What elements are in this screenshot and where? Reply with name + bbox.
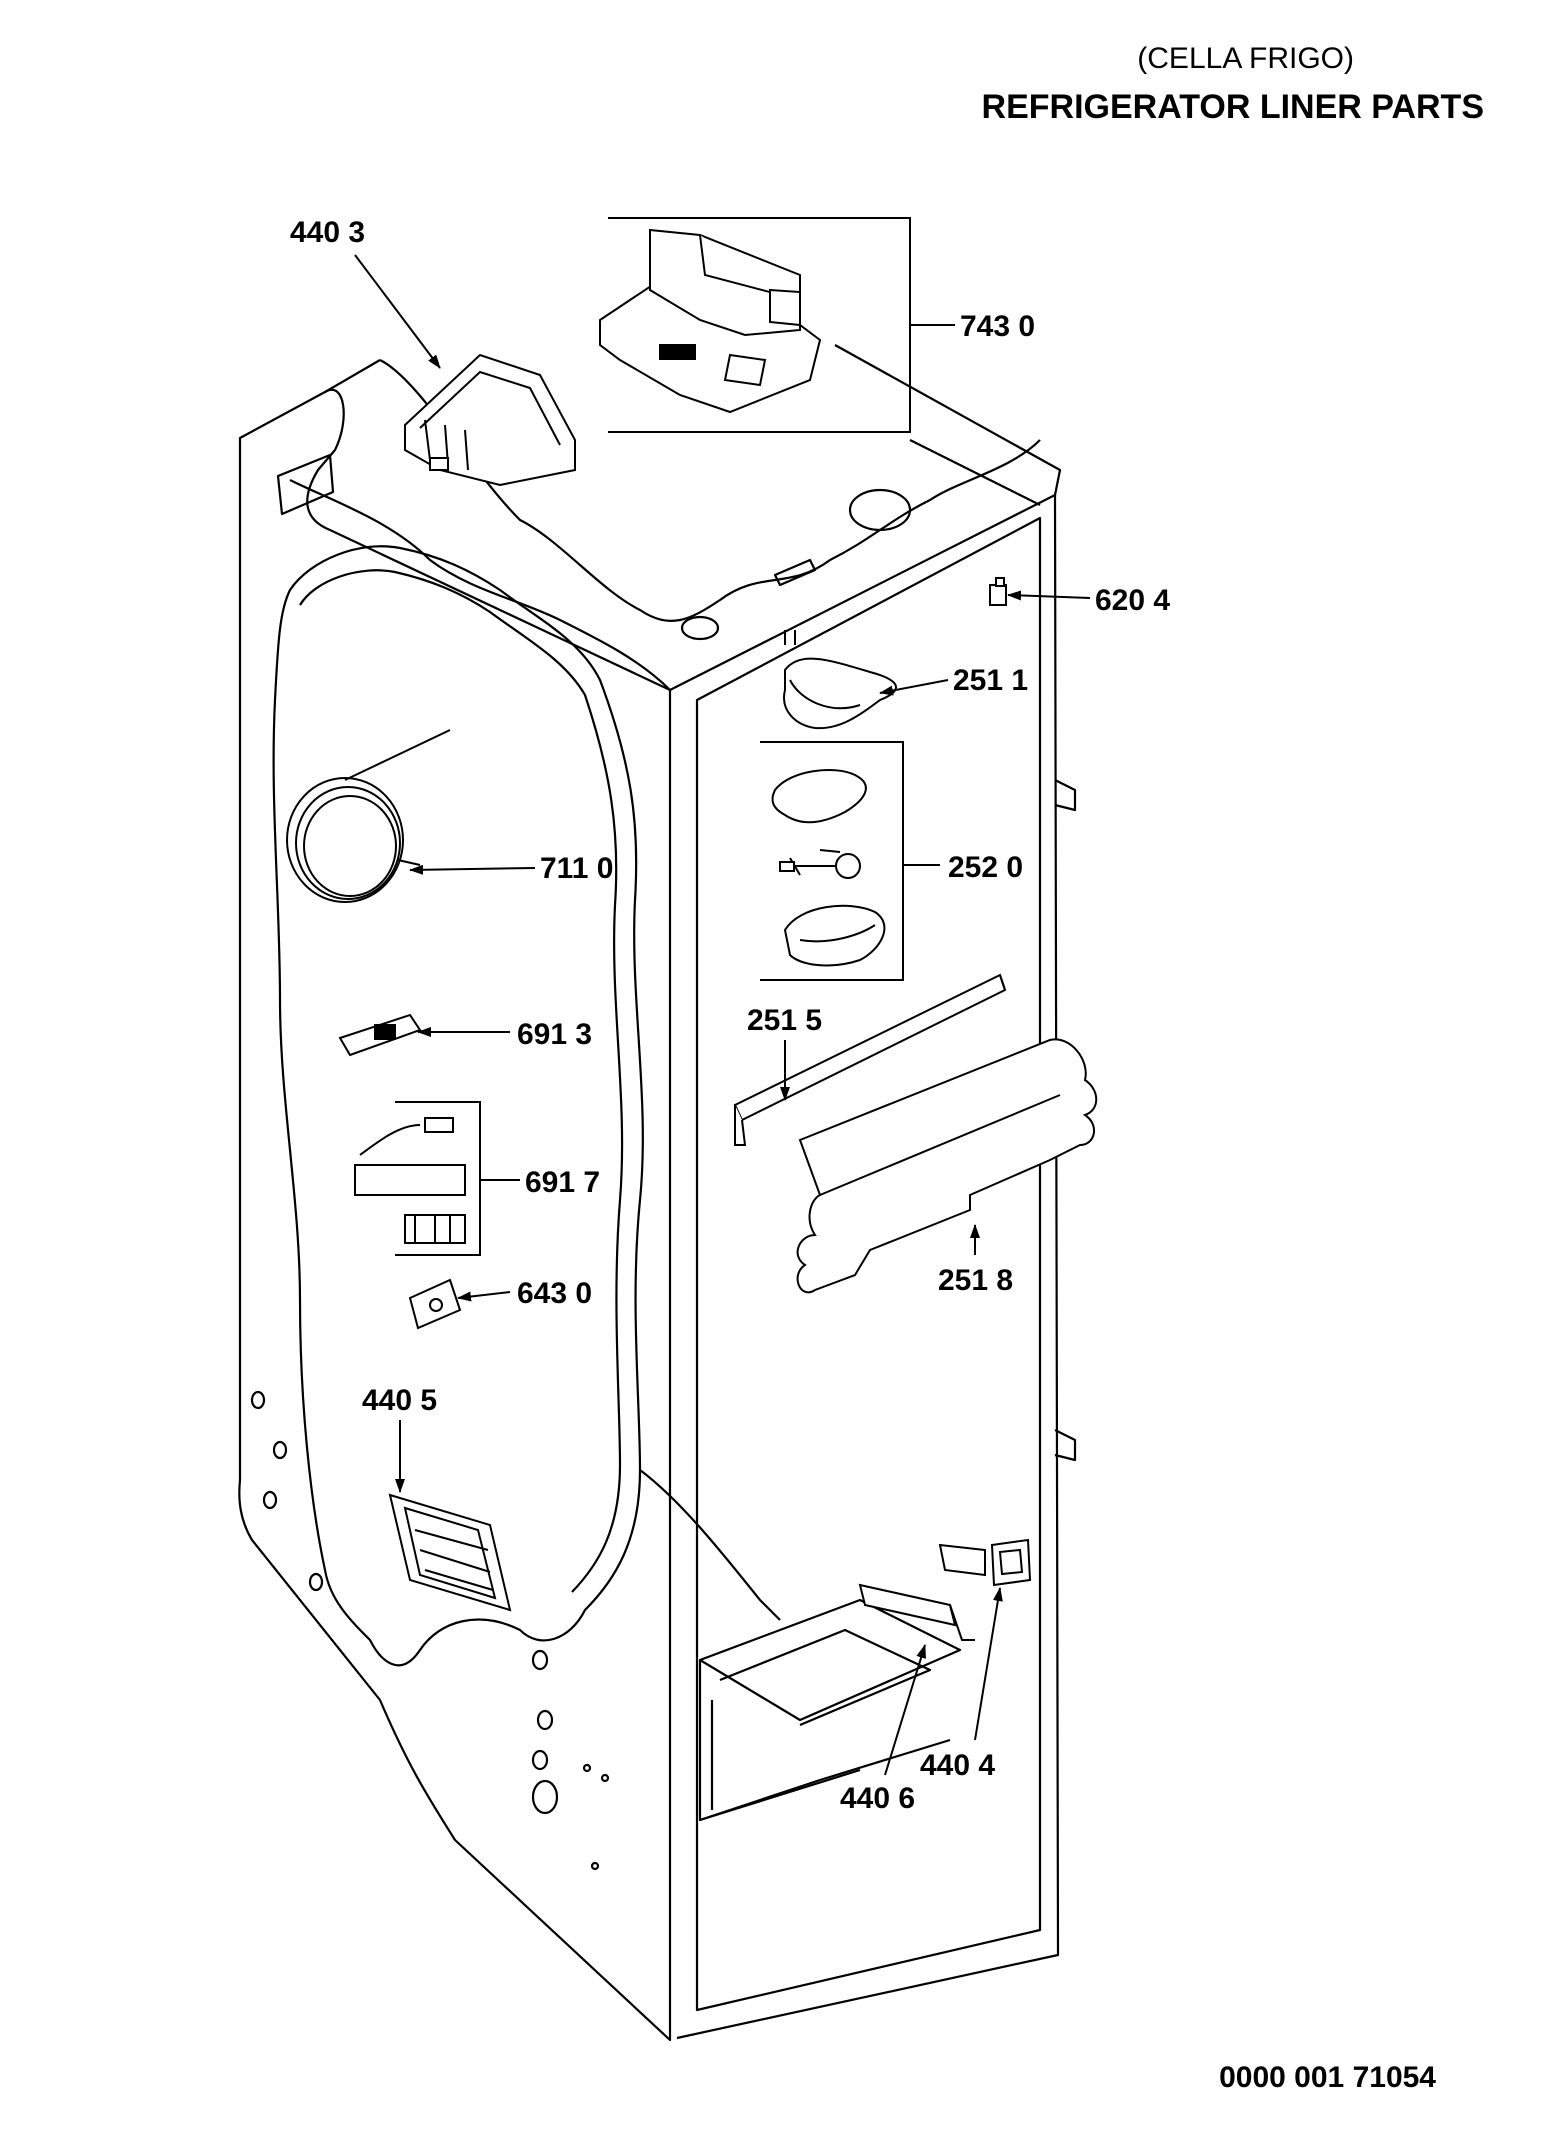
- callout-labels: 440 3 743 0 620 4 251 1 711 0 252 0 691 …: [290, 216, 1170, 1815]
- label-440-3: 440 3: [290, 216, 365, 249]
- label-711-0: 711 0: [540, 852, 613, 885]
- part-251-1-light-shield: [783, 630, 897, 730]
- label-691-3: 691 3: [517, 1018, 592, 1051]
- part-711-0-coiled-wire: [286, 729, 451, 903]
- label-440-5: 440 5: [362, 1384, 437, 1417]
- label-691-7: 691 7: [525, 1166, 600, 1199]
- drawing-code: 0000 001 71054: [1219, 2061, 1436, 2094]
- part-440-5-grille: [388, 1493, 512, 1612]
- part-440-4-bracket: [990, 1538, 1032, 1587]
- leader-lines: [354, 254, 1091, 1776]
- part-643-0-bracket: [408, 1278, 462, 1330]
- label-251-5: 251 5: [747, 1004, 822, 1037]
- part-251-8-shelf-panel: [796, 1038, 1098, 1294]
- part-743-0-duct-assembly: [599, 217, 911, 433]
- label-743-0: 743 0: [960, 310, 1035, 343]
- liner-body: [238, 344, 1077, 2042]
- part-252-0-light-assembly: [760, 741, 904, 981]
- part-251-5-shelf-rail: [733, 973, 1007, 1146]
- label-620-4: 620 4: [1095, 584, 1170, 617]
- part-440-3-fan-housing: [404, 353, 576, 487]
- label-440-6: 440 6: [840, 1782, 915, 1815]
- header-title: REFRIGERATOR LINER PARTS: [981, 88, 1484, 126]
- part-691-3-sensor: [338, 1013, 422, 1057]
- label-251-1: 251 1: [953, 664, 1028, 697]
- label-252-0: 252 0: [948, 851, 1023, 884]
- label-643-0: 643 0: [517, 1277, 592, 1310]
- part-440-6-bracket: [858, 1543, 986, 1641]
- label-251-8: 251 8: [938, 1264, 1013, 1297]
- part-691-7-sensor-kit: [354, 1101, 481, 1256]
- label-440-4: 440 4: [920, 1749, 995, 1782]
- header-subtitle: (CELLA FRIGO): [1137, 42, 1354, 75]
- part-620-4-clip: [989, 577, 1007, 606]
